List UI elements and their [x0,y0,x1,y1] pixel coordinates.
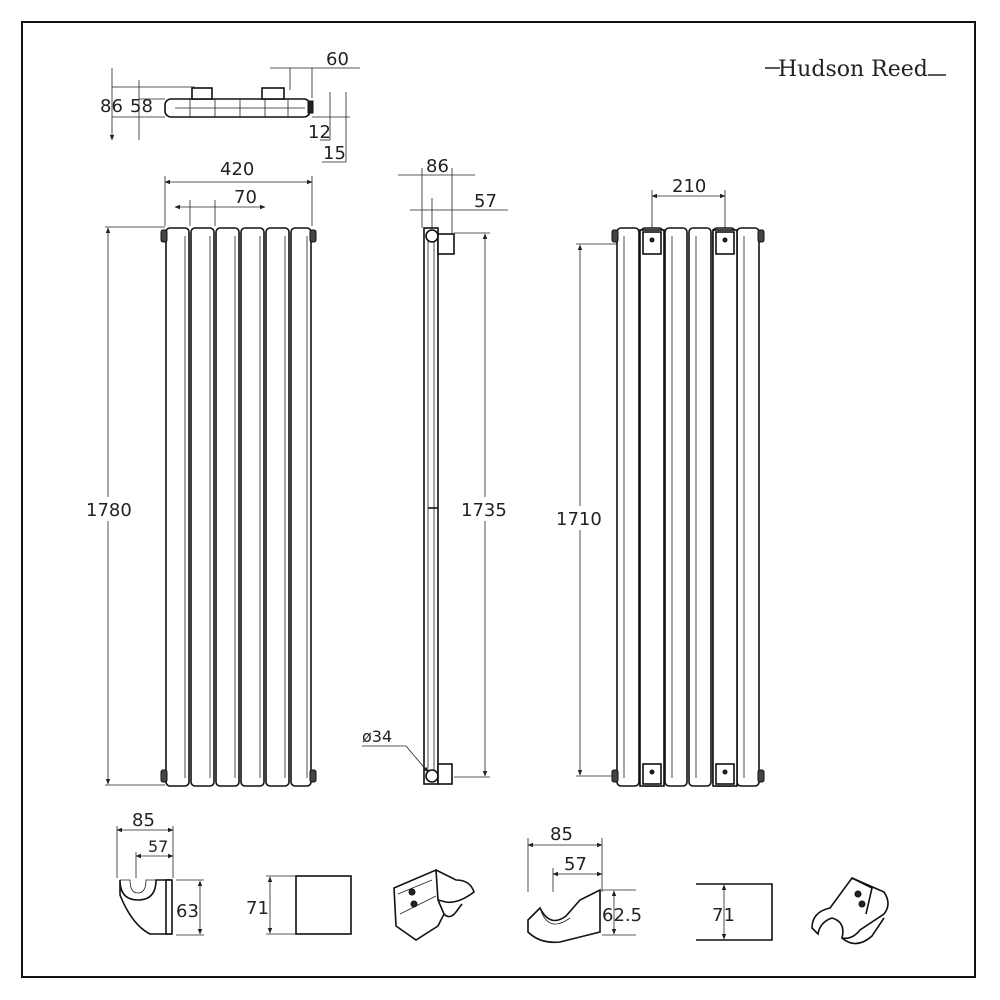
side-pipe-label: ø34 [362,727,392,746]
plan-valve-b-label: 15 [323,143,346,164]
sheet-border [21,21,976,978]
bracket-left-height-label: 63 [176,901,199,922]
plan-view: 60 86 58 12 15 [100,49,360,164]
bracket-right-profile: 85 57 62.5 [527,824,642,944]
bracket-right-depth-total-label: 85 [550,824,573,845]
front-width-label: 420 [220,159,254,180]
plate-left-height-label: 71 [246,898,269,919]
bracket-right-depth-inner-label: 57 [564,854,587,875]
side-depth-total-label: 86 [426,156,449,177]
front-view: 420 70 1780 [84,159,317,787]
side-view: 86 57 1735 ø34 [362,156,510,785]
bracket-right-height-label: 62.5 [602,905,642,926]
side-height-label: 1735 [461,500,507,521]
rear-spacing-label: 210 [672,176,706,197]
front-pitch-label: 70 [234,187,257,208]
rear-view: 210 1710 [554,176,765,787]
plan-depth-panel-label: 58 [130,96,153,117]
plate-right-height-label: 71 [712,905,735,926]
side-depth-panel-label: 57 [474,191,497,212]
front-height-label: 1780 [86,500,132,521]
brand-text: Hudson Reed [778,57,928,82]
brand-logo: Hudson Reed [765,57,946,82]
plate-left: 71 [246,875,352,935]
bracket-left-3d [393,868,475,941]
plate-right: 71 [696,883,773,941]
bracket-left-profile: 85 57 63 [116,810,204,936]
bracket-left-depth-inner-label: 57 [148,837,168,856]
bracket-left-depth-total-label: 85 [132,810,155,831]
plan-depth-total-label: 86 [100,96,123,117]
bracket-right-3d [811,877,889,945]
plan-pitch-label: 60 [326,49,349,70]
rear-height-label: 1710 [556,509,602,530]
plan-valve-a-label: 12 [308,122,331,143]
